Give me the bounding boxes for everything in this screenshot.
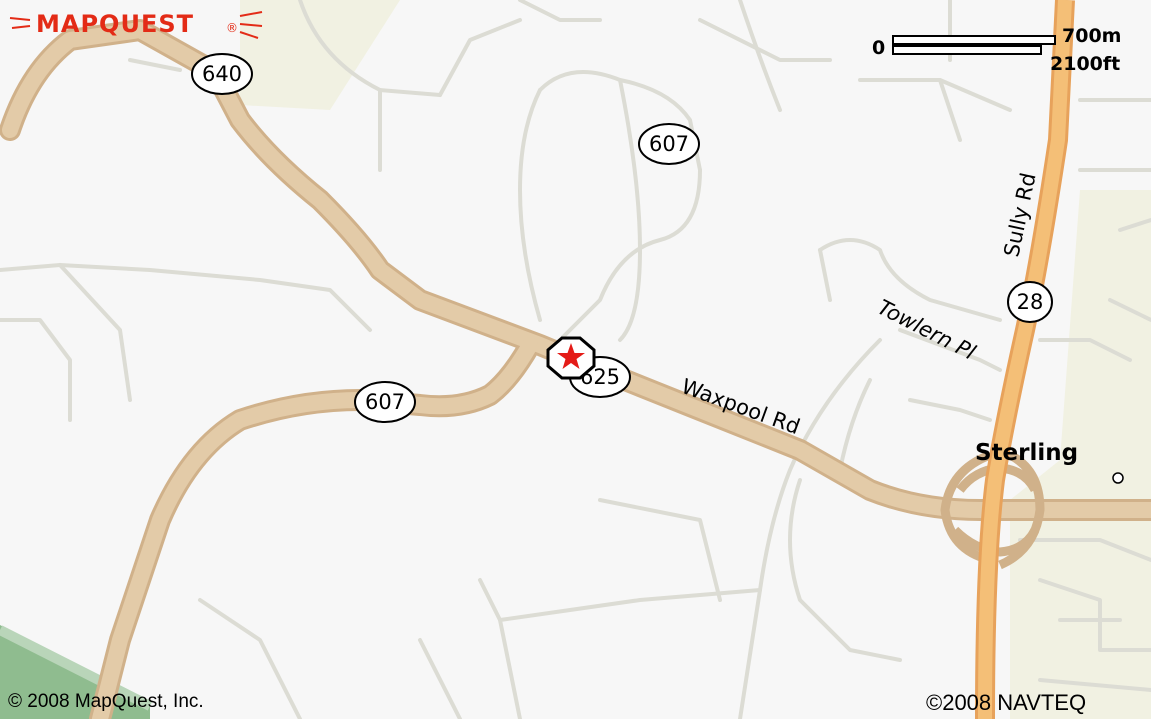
shield-28: 28 bbox=[1007, 281, 1053, 323]
shield-607-north: 607 bbox=[638, 123, 700, 165]
svg-text:®: ® bbox=[226, 21, 238, 35]
shield-607-west-label: 607 bbox=[365, 390, 405, 414]
shield-607-north-label: 607 bbox=[649, 132, 689, 156]
shield-607-west: 607 bbox=[354, 381, 416, 423]
place-sterling: Sterling bbox=[975, 440, 1124, 484]
shield-640: 640 bbox=[191, 53, 253, 95]
copyright-mapquest: © 2008 MapQuest, Inc. bbox=[8, 691, 204, 712]
label-sterling: Sterling bbox=[975, 440, 1078, 466]
scale-metric: 700m bbox=[1062, 25, 1121, 47]
highway-sully-rd bbox=[975, 0, 1075, 719]
scale-zero: 0 bbox=[872, 37, 885, 59]
shield-28-label: 28 bbox=[1017, 290, 1044, 314]
shield-640-label: 640 bbox=[202, 62, 242, 86]
location-marker[interactable] bbox=[546, 336, 596, 380]
urban-areas bbox=[240, 0, 1151, 719]
arterial-roads bbox=[2, 22, 1151, 719]
scale-imperial: 2100ft bbox=[1050, 53, 1120, 75]
star-icon bbox=[557, 343, 585, 369]
copyright-navteq: ©2008 NAVTEQ bbox=[926, 690, 1086, 715]
town-dot-icon bbox=[1112, 472, 1124, 484]
logo-text: MAPQUEST bbox=[36, 10, 194, 38]
mapquest-logo: MAPQUEST ® bbox=[9, 10, 263, 39]
scale-bar: 0 700m 2100ft bbox=[872, 25, 1121, 75]
